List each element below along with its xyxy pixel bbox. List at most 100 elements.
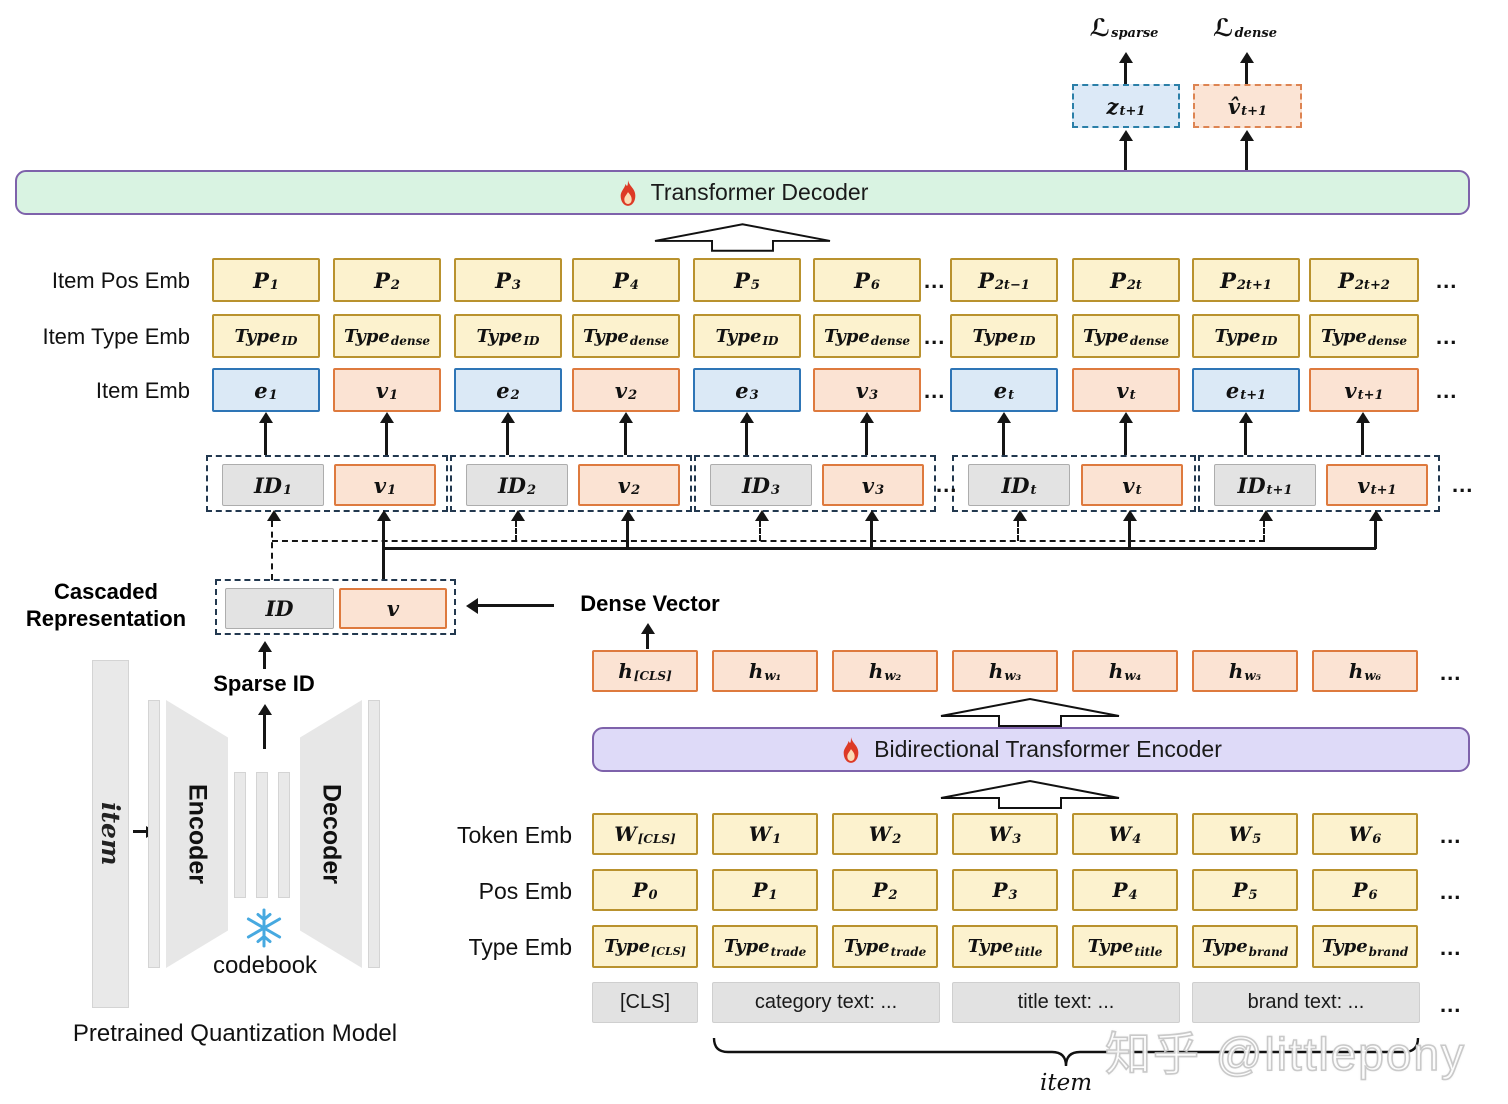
arrow-up xyxy=(859,412,874,455)
token-emb-cell: W[CLS] xyxy=(592,813,698,855)
ellipsis: ... xyxy=(1440,879,1462,904)
arrow-decoder-to-vhat xyxy=(1239,130,1254,170)
codebook-label: codebook xyxy=(212,952,318,979)
arrow-up xyxy=(996,412,1011,455)
pos-emb-row-label: Pos Emb xyxy=(478,878,572,904)
category-text-box: category text: ... xyxy=(712,982,940,1023)
h-cell: h[CLS] xyxy=(592,650,698,692)
ellipsis: ... xyxy=(1436,324,1458,349)
brand-text-box: brand text: ... xyxy=(1192,982,1420,1023)
ellipsis: ... xyxy=(924,268,946,293)
ellipsis: ... xyxy=(924,378,946,403)
arrow-up-to-loss-sparse xyxy=(1118,52,1133,84)
dashed-arrow-to-id xyxy=(1259,510,1274,541)
arrow-up xyxy=(739,412,754,455)
arrow-densevector-to-cascaded xyxy=(466,596,554,615)
pretrained-quantization-model-caption: Pretrained Quantization Model xyxy=(72,1020,398,1047)
ellipsis: ... xyxy=(1440,992,1462,1017)
arrow-up xyxy=(618,412,633,455)
item-brace-label: item xyxy=(1039,1070,1093,1096)
quant-latent-bar xyxy=(234,772,246,898)
ellipsis: ... xyxy=(1440,935,1462,960)
quant-encoder-trapezoid: Encoder xyxy=(166,700,228,968)
v-hat-output-box: v̂t+1 xyxy=(1193,84,1302,128)
arrow-up xyxy=(379,412,394,455)
token-emb-row-label: Token Emb xyxy=(456,822,572,848)
arrow-hcls-to-densevector xyxy=(640,623,655,649)
arrow-decoder-to-z xyxy=(1118,130,1133,170)
ellipsis: ... xyxy=(1440,660,1462,685)
arrow-up xyxy=(1238,412,1253,455)
dashed-arrow-to-id xyxy=(511,510,526,541)
bidirectional-transformer-encoder-bar: Bidirectional Transformer Encoder xyxy=(592,727,1470,772)
dashed-bus-line xyxy=(272,540,1265,542)
ellipsis: ... xyxy=(1452,472,1474,497)
arrow-up xyxy=(500,412,515,455)
arrow-item-to-encoder xyxy=(133,825,156,838)
solid-arrow-to-v xyxy=(864,510,879,549)
solid-bus-line xyxy=(384,547,1376,550)
quant-latent-bar xyxy=(278,772,290,898)
ellipsis: ... xyxy=(1436,378,1458,403)
arrow-sparseid-to-cascaded xyxy=(257,641,272,669)
item-brace xyxy=(712,1037,1420,1067)
quant-item-input-bar: item xyxy=(92,660,129,1008)
type-emb-row-label: Type Emb xyxy=(468,934,572,960)
solid-arrow-to-v xyxy=(620,510,635,549)
quant-layer-bar xyxy=(148,700,160,968)
arrow-up xyxy=(1118,412,1133,455)
block-arrow-up-icon xyxy=(940,779,1120,809)
dashed-arrow-to-id xyxy=(1013,510,1028,541)
dashed-arrow-to-id xyxy=(755,510,770,541)
quant-decoder-trapezoid: Decoder xyxy=(300,700,362,968)
cascaded-representation-box: ID v xyxy=(215,579,456,635)
cls-token-box: [CLS] xyxy=(592,982,698,1023)
ellipsis: ... xyxy=(924,324,946,349)
solid-arrow-to-v xyxy=(1368,510,1383,549)
dense-vector-label: Dense Vector xyxy=(580,591,720,616)
